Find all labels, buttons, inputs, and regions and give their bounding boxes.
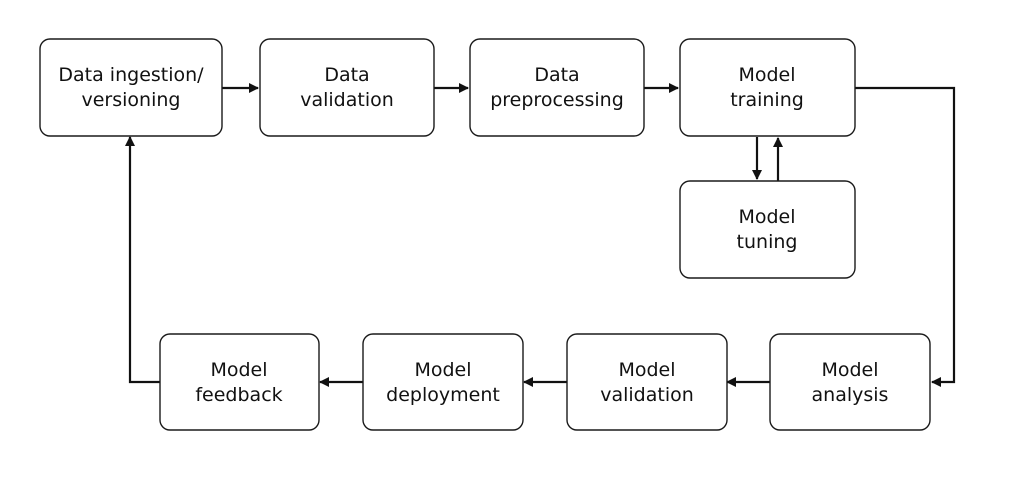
node-label-line2: versioning [82,89,181,111]
edge-feedback-to-ingestion [125,136,160,384]
edge-training-to-analysis [855,86,956,387]
node-label-line2: analysis [812,384,889,406]
node-label-line2: deployment [386,384,500,406]
node-data-preprocessing: Data preprocessing [469,38,645,137]
node-label-line2: preprocessing [490,89,624,111]
node-label-line2: training [730,89,804,111]
node-label-line2: validation [600,384,694,406]
node-label-line2: validation [300,89,394,111]
node-label-line1: Model [821,359,878,381]
edges [125,83,956,387]
node-model-validation: Model validation [566,333,728,431]
node-label-line1: Data [534,64,579,86]
node-model-feedback: Model feedback [159,333,320,431]
node-label-line2: tuning [737,231,798,253]
node-label-line1: Data ingestion/ [58,64,204,86]
node-data-validation: Data validation [259,38,435,137]
node-label-line1: Model [618,359,675,381]
node-label-line1: Model [738,64,795,86]
node-label-line2: feedback [195,384,282,406]
node-data-ingestion-versioning: Data ingestion/ versioning [39,38,223,137]
node-label-line1: Model [210,359,267,381]
node-model-tuning: Model tuning [679,180,856,279]
node-label-line1: Model [738,206,795,228]
node-model-analysis: Model analysis [769,333,931,431]
node-model-training: Model training [679,38,856,137]
node-label-line1: Model [414,359,471,381]
node-label-line1: Data [324,64,369,86]
node-model-deployment: Model deployment [362,333,524,431]
